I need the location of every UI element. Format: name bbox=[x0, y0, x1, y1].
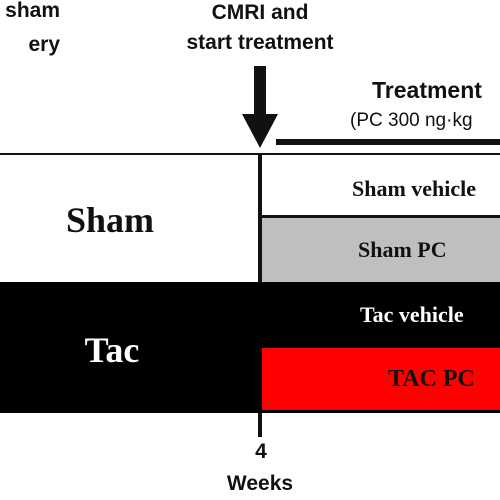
timeline-divider bbox=[258, 155, 262, 285]
sham-vehicle-box bbox=[262, 155, 500, 218]
week-unit-label: Weeks bbox=[226, 472, 294, 495]
week-tick bbox=[258, 413, 262, 437]
week-number: 4 bbox=[255, 440, 267, 463]
treatment-duration-line bbox=[276, 139, 500, 145]
tac-vehicle-label: Tac vehicle bbox=[360, 302, 464, 327]
sham-pc-label: Sham PC bbox=[358, 237, 447, 262]
tac-pc-label: TAC PC bbox=[388, 366, 475, 392]
sham-vehicle-label: Sham vehicle bbox=[352, 176, 477, 201]
treatment-title: Treatment bbox=[372, 77, 482, 103]
sham-region bbox=[0, 155, 260, 284]
sham-pc-box bbox=[262, 218, 500, 282]
grid-top-border bbox=[0, 153, 500, 155]
down-arrow-icon bbox=[242, 66, 278, 148]
sham-group-label: Sham bbox=[65, 200, 155, 240]
surgery-annotation: sham ery bbox=[5, 0, 60, 56]
treatment-dose: (PC 300 ng·kg bbox=[350, 110, 473, 131]
cmri-annotation: CMRI and start treatment bbox=[186, 1, 334, 54]
tac-pc-box bbox=[262, 348, 500, 410]
tac-group-label: Tac bbox=[84, 330, 140, 370]
